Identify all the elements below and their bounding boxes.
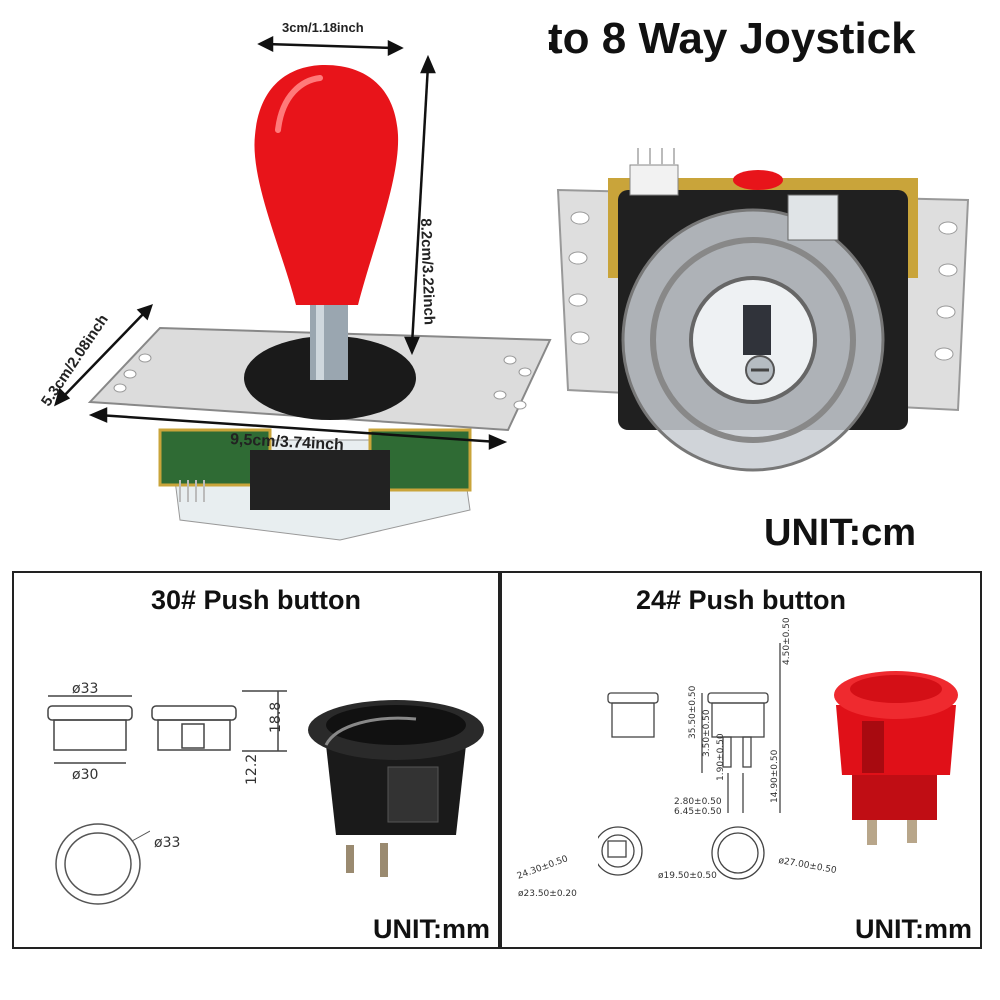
button24-photo (834, 671, 958, 845)
button24-unit-label: UNIT:mm (854, 914, 972, 944)
joystick-front-illustration (54, 35, 552, 541)
button24-dim-d5: 14.90±0.50 (770, 749, 780, 803)
button24-dim-d2: 3.50±0.50 (702, 709, 712, 757)
joystick-unit-label: UNIT:cm (764, 512, 917, 554)
button24-title: 24# Push button (635, 585, 846, 615)
button24-dim-d3: 4.50±0.50 (782, 617, 792, 665)
connector (629, 164, 679, 196)
button24-dim-d8: 24.30±0.50 (515, 854, 570, 882)
button24-drawings (598, 643, 781, 880)
joystick-bottom-illustration (556, 148, 970, 472)
button24-dim-d9: ø23.50±0.20 (518, 889, 577, 899)
button30-unit-label: UNIT:mm (372, 914, 490, 944)
button30-dim-height2: 12.2 (244, 753, 260, 785)
button30-panel: 30# Push button ø33 ø30 18.8 12.2 ø33 (12, 571, 500, 949)
button24-dim-d6: 2.80±0.50 (674, 797, 722, 807)
dimension-arrows (54, 35, 508, 450)
button24-panel: 24# Push button 35.50±0.50 3.50±0.50 4.5… (500, 571, 982, 949)
button24-dim-d7: 6.45±0.50 (674, 807, 722, 817)
joystick-switch-body (250, 450, 390, 510)
title-bullet (549, 42, 554, 50)
button30-photo (308, 700, 484, 877)
plate-holes (113, 353, 532, 410)
button30-title: 30# Push button (150, 585, 361, 615)
button30-dim-ring: ø33 (154, 835, 181, 851)
joystick-ball-top (254, 65, 399, 305)
joystick-pins (179, 480, 205, 502)
button30-dim-top: ø33 (72, 681, 99, 697)
button30-top-ring (55, 823, 150, 905)
button30-side-drawings (47, 690, 287, 764)
button24-dim-d4: 1.90±0.50 (716, 733, 726, 781)
button30-dim-bottom: ø30 (72, 767, 99, 783)
dim-width-top: 3cm/1.18inch (282, 20, 364, 35)
page-title: to 8 Way Joystick (548, 14, 916, 63)
button24-dim-d10: ø19.50±0.50 (658, 871, 717, 881)
button30-dim-height1: 18.8 (268, 701, 284, 733)
button24-dim-d1: 35.50±0.50 (688, 685, 698, 739)
